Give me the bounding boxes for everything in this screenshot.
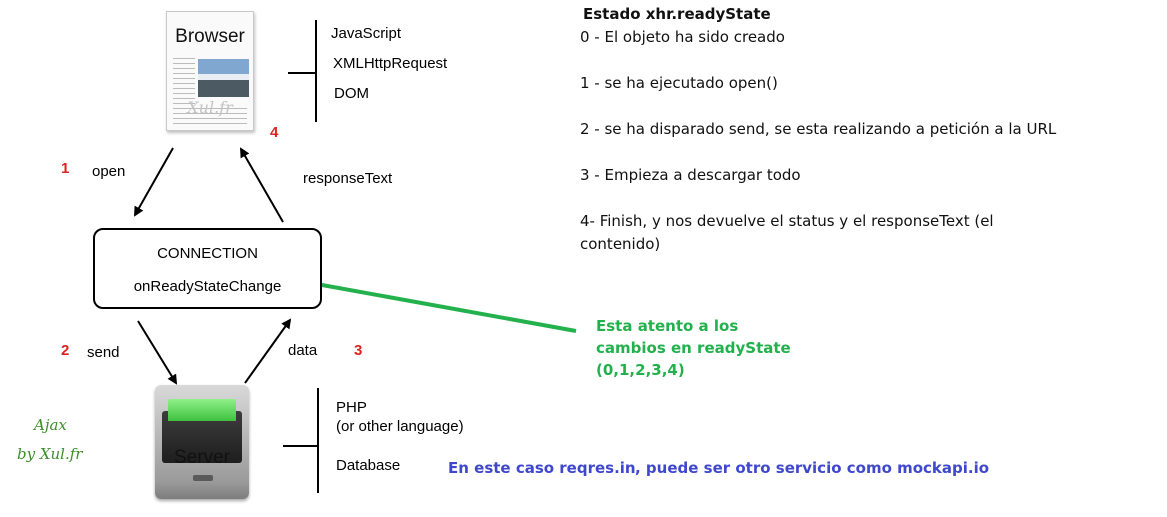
tech-other-language: (or other language) [336,418,464,435]
ready-state-3: 3 - Empieza a descargar todo [580,166,801,184]
step-4-number: 4 [270,124,279,141]
browser-icon: Browser Xul.fr [166,11,254,131]
ready-state-4-cont: contenido) [580,235,661,253]
server-folder-icon [168,399,236,421]
open-label: open [92,163,126,180]
ready-state-1: 1 - se ha ejecutado open() [580,74,778,92]
mountain-photo-icon [198,59,249,97]
note-pointer-line [299,279,577,333]
tech-javascript: JavaScript [331,25,402,42]
signature-by-xul: by Xul.fr [17,445,83,463]
step-2-number: 2 [61,342,70,359]
ready-state-0: 0 - El objeto ha sido creado [580,28,785,46]
send-arrow [137,320,178,385]
tech-php: PHP [336,399,367,416]
connection-box: CONNECTION onReadyStateChange [93,228,322,309]
step-1-number: 1 [61,160,70,177]
connection-handler: onReadyStateChange [133,278,282,295]
ready-state-title: Estado xhr.readyState [583,5,771,23]
footer-note-alternative: , puede ser otro servicio como mockapi.i… [635,459,990,477]
open-arrow [134,147,174,217]
browser-label: Browser [175,26,245,47]
server-handle [193,475,213,481]
step-3-number: 3 [354,342,363,359]
ready-state-note: Esta atento a los cambios en readyState … [596,315,816,381]
send-label: send [87,344,120,361]
tech-xmlhttprequest: XMLHttpRequest [333,55,448,72]
response-text-label: responseText [303,170,393,187]
note-line-2: cambios en readyState [596,339,791,357]
connection-title: CONNECTION [157,245,258,262]
ready-state-2: 2 - se ha disparado send, se esta realiz… [580,120,1057,138]
footer-note-service: En este caso reqres.in [448,459,636,477]
data-label: data [288,342,318,359]
signature-ajax: Ajax [34,416,67,434]
note-line-1: Esta atento a los [596,317,739,335]
tech-dom: DOM [334,85,369,102]
server-icon: Server [155,385,249,499]
tech-database: Database [336,457,401,474]
ready-state-4: 4- Finish, y nos devuelve el status y el… [580,212,994,230]
response-arrow [240,147,284,223]
page-footer-lines [173,108,247,124]
browser-watermark: Xul.fr [187,98,233,117]
data-arrow [244,318,292,384]
note-line-3: (0,1,2,3,4) [596,361,685,379]
server-label: Server [174,447,230,468]
page-text-lines [173,58,195,114]
